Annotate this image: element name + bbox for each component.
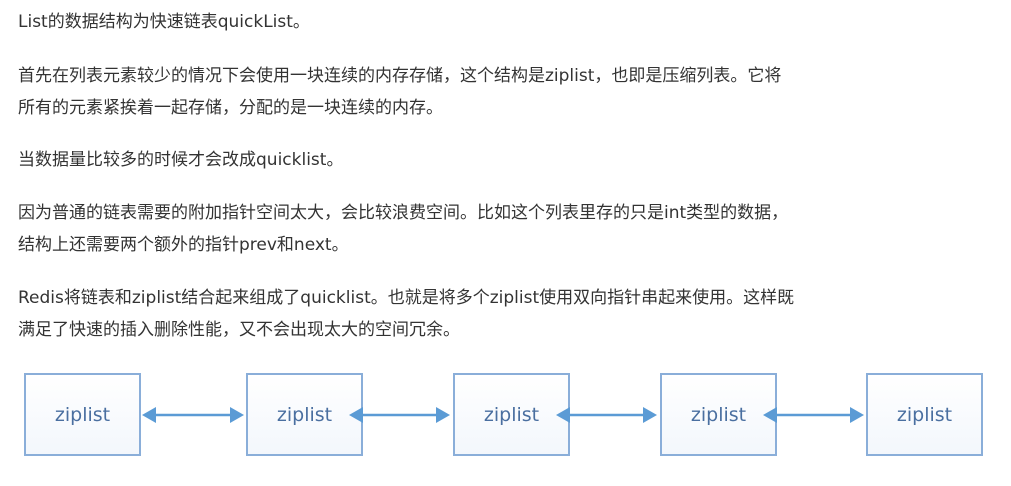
paragraph-line: 满足了快速的插入删除性能，又不会出现太大的空间冗余。: [18, 320, 460, 340]
paragraph-line: 首先在列表元素较少的情况下会使用一块连续的内存存储，这个结构是ziplist，也…: [18, 66, 782, 86]
paragraph-line: 所有的元素紧挨着一起存储，分配的是一块连续的内存。: [18, 98, 443, 118]
ziplist-node-3: ziplist: [453, 373, 570, 456]
paragraph-line: List的数据结构为快速链表quickList。: [18, 12, 310, 32]
paragraph-line: 因为普通的链表需要的附加指针空间太大，会比较浪费空间。比如这个列表里存的只是in…: [18, 203, 789, 223]
bidirectional-arrow-icon: [763, 407, 864, 423]
paragraph-intro: List的数据结构为快速链表quickList。: [18, 6, 993, 38]
ziplist-node-4: ziplist: [660, 373, 777, 456]
paragraph-line: 当数据量比较多的时候才会改成quicklist。: [18, 150, 344, 170]
quicklist-diagram: ziplist ziplist ziplist ziplist ziplist: [0, 360, 1011, 470]
bidirectional-arrow-icon: [349, 407, 450, 423]
paragraph-linked-list-cost: 因为普通的链表需要的附加指针空间太大，会比较浪费空间。比如这个列表里存的只是in…: [18, 197, 993, 261]
ziplist-node-2: ziplist: [246, 373, 363, 456]
ziplist-node-5: ziplist: [866, 373, 983, 456]
bidirectional-arrow-icon: [556, 407, 657, 423]
paragraph-quicklist-switch: 当数据量比较多的时候才会改成quicklist。: [18, 144, 993, 176]
ziplist-node-1: ziplist: [24, 373, 141, 456]
paragraph-ziplist: 首先在列表元素较少的情况下会使用一块连续的内存存储，这个结构是ziplist，也…: [18, 60, 993, 124]
paragraph-line: Redis将链表和ziplist结合起来组成了quicklist。也就是将多个z…: [18, 288, 795, 308]
paragraph-redis-quicklist: Redis将链表和ziplist结合起来组成了quicklist。也就是将多个z…: [18, 282, 993, 346]
bidirectional-arrow-icon: [142, 407, 244, 423]
paragraph-line: 结构上还需要两个额外的指针prev和next。: [18, 235, 349, 255]
